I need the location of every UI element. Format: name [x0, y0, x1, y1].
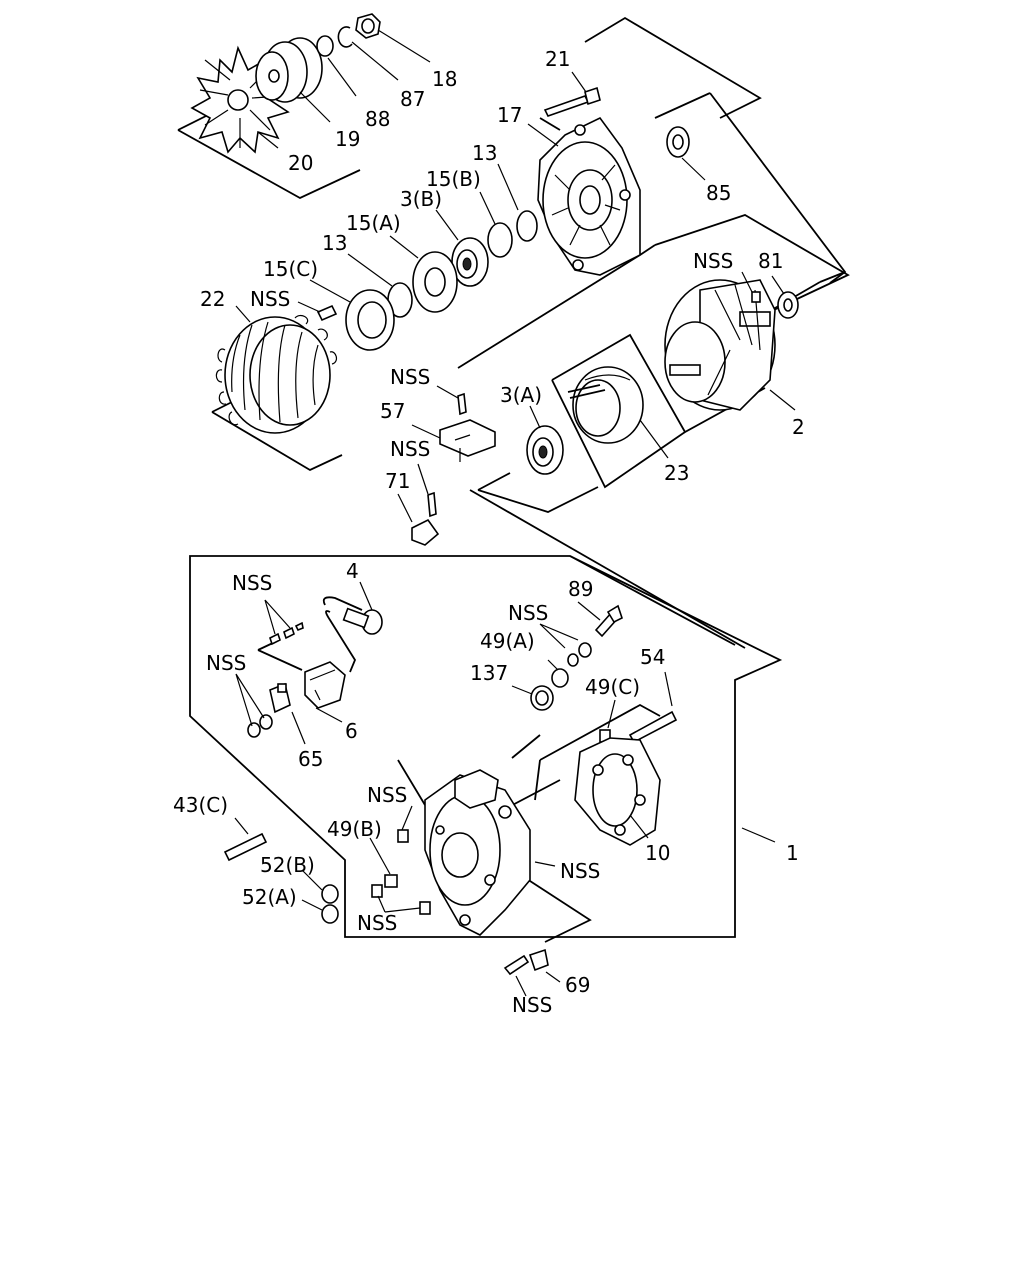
ring-part-137	[530, 685, 554, 711]
label-71: 71	[385, 469, 410, 493]
ring-part-81	[777, 291, 799, 319]
label-1: 1	[786, 841, 799, 865]
brush-holder-part-6	[304, 661, 346, 709]
label-49c: 49(C)	[585, 675, 640, 699]
label-nss-4: NSS	[232, 571, 272, 595]
screw-nss-15c	[316, 304, 338, 322]
screw-nss-71	[427, 491, 437, 518]
label-87: 87	[400, 87, 425, 111]
label-88: 88	[365, 107, 390, 131]
ring-part-13-upper	[516, 210, 538, 242]
bolt-part-21	[543, 86, 601, 117]
bearing-part-3b	[451, 237, 489, 287]
label-15a: 15(A)	[346, 211, 401, 235]
label-10: 10	[645, 841, 670, 865]
label-13-upper: 13	[472, 141, 497, 165]
spring-nss-b	[247, 722, 261, 738]
label-2: 2	[792, 415, 805, 439]
bolt-part-54	[628, 710, 678, 744]
label-nss-57: NSS	[390, 365, 430, 389]
front-housing-part-17	[537, 116, 641, 276]
rotor-part-2	[664, 279, 776, 411]
label-81: 81	[758, 249, 783, 273]
screw-nss-57	[457, 392, 467, 416]
label-nss-71: NSS	[390, 437, 430, 461]
cap-part-71	[411, 518, 440, 546]
part-69	[528, 948, 549, 972]
bracket-part-57	[439, 419, 496, 462]
pulley-part-19	[255, 37, 323, 103]
brush-part-65	[269, 682, 291, 714]
label-nss-49b: NSS	[367, 783, 407, 807]
label-13-lower: 13	[322, 231, 347, 255]
label-54: 54	[640, 645, 665, 669]
rear-cover-part-10	[574, 737, 661, 846]
bolt-part-43c	[223, 832, 268, 862]
screws-nss-4	[269, 621, 304, 646]
label-49b: 49(B)	[327, 817, 382, 841]
label-43c: 43(C)	[173, 793, 228, 817]
rear-housing-body	[424, 769, 531, 936]
label-21: 21	[545, 47, 570, 71]
leader-lines	[234, 29, 796, 997]
label-3b: 3(B)	[400, 187, 442, 211]
terminal-part-4	[322, 596, 383, 673]
screw-nss-69	[503, 954, 530, 976]
label-69: 69	[565, 973, 590, 997]
nut-nss-89	[578, 642, 592, 658]
retainer-part-15c	[345, 289, 395, 351]
bearing-part-3a	[526, 425, 564, 475]
insulator-nss-lower-b	[419, 901, 431, 915]
label-3a: 3(A)	[500, 383, 542, 407]
label-15b: 15(B)	[426, 167, 481, 191]
callout-labels: 18 87 88 19 20 21 17 85 13 15(B) 3(B) 15…	[173, 47, 805, 1017]
label-65: 65	[298, 747, 323, 771]
label-22: 22	[200, 287, 225, 311]
cap-part-52a	[321, 904, 339, 924]
label-85: 85	[706, 181, 731, 205]
parts	[190, 13, 799, 976]
label-nss-15c: NSS	[250, 287, 290, 311]
shim-part-15b	[487, 222, 513, 258]
label-nss-rotor: NSS	[693, 249, 733, 273]
label-137: 137	[470, 661, 508, 685]
washer-nss-89	[567, 653, 579, 667]
label-nss-housing: NSS	[560, 859, 600, 883]
insulator-part-49a	[551, 668, 569, 688]
label-19: 19	[335, 127, 360, 151]
label-23: 23	[664, 461, 689, 485]
label-nss-lower: NSS	[357, 911, 397, 935]
label-49a: 49(A)	[480, 629, 535, 653]
lockwasher-part-87	[337, 26, 353, 48]
ring-part-85	[666, 126, 690, 158]
insulator-nss-lower-a	[371, 884, 383, 898]
label-nss-brush: NSS	[206, 651, 246, 675]
label-15c: 15(C)	[263, 257, 318, 281]
field-coil-part-23	[567, 366, 644, 444]
label-57: 57	[380, 399, 405, 423]
label-20: 20	[288, 151, 313, 175]
label-6: 6	[345, 719, 358, 743]
label-nss-89: NSS	[508, 601, 548, 625]
plate-part-15a	[412, 251, 458, 313]
label-4: 4	[346, 559, 359, 583]
stator-part-22	[215, 314, 338, 434]
bolt-part-89	[594, 604, 623, 638]
label-89: 89	[568, 577, 593, 601]
cap-part-52b	[321, 884, 339, 904]
label-17: 17	[497, 103, 522, 127]
label-52a: 52(A)	[242, 885, 297, 909]
insulator-nss-49b	[397, 829, 409, 843]
label-52b: 52(B)	[260, 853, 315, 877]
label-nss-69: NSS	[512, 993, 552, 1017]
label-18: 18	[432, 67, 457, 91]
washer-part-88	[316, 35, 334, 57]
insulator-part-49b	[384, 874, 398, 888]
nut-part-18	[355, 13, 381, 39]
spring-nss-a	[259, 714, 273, 730]
